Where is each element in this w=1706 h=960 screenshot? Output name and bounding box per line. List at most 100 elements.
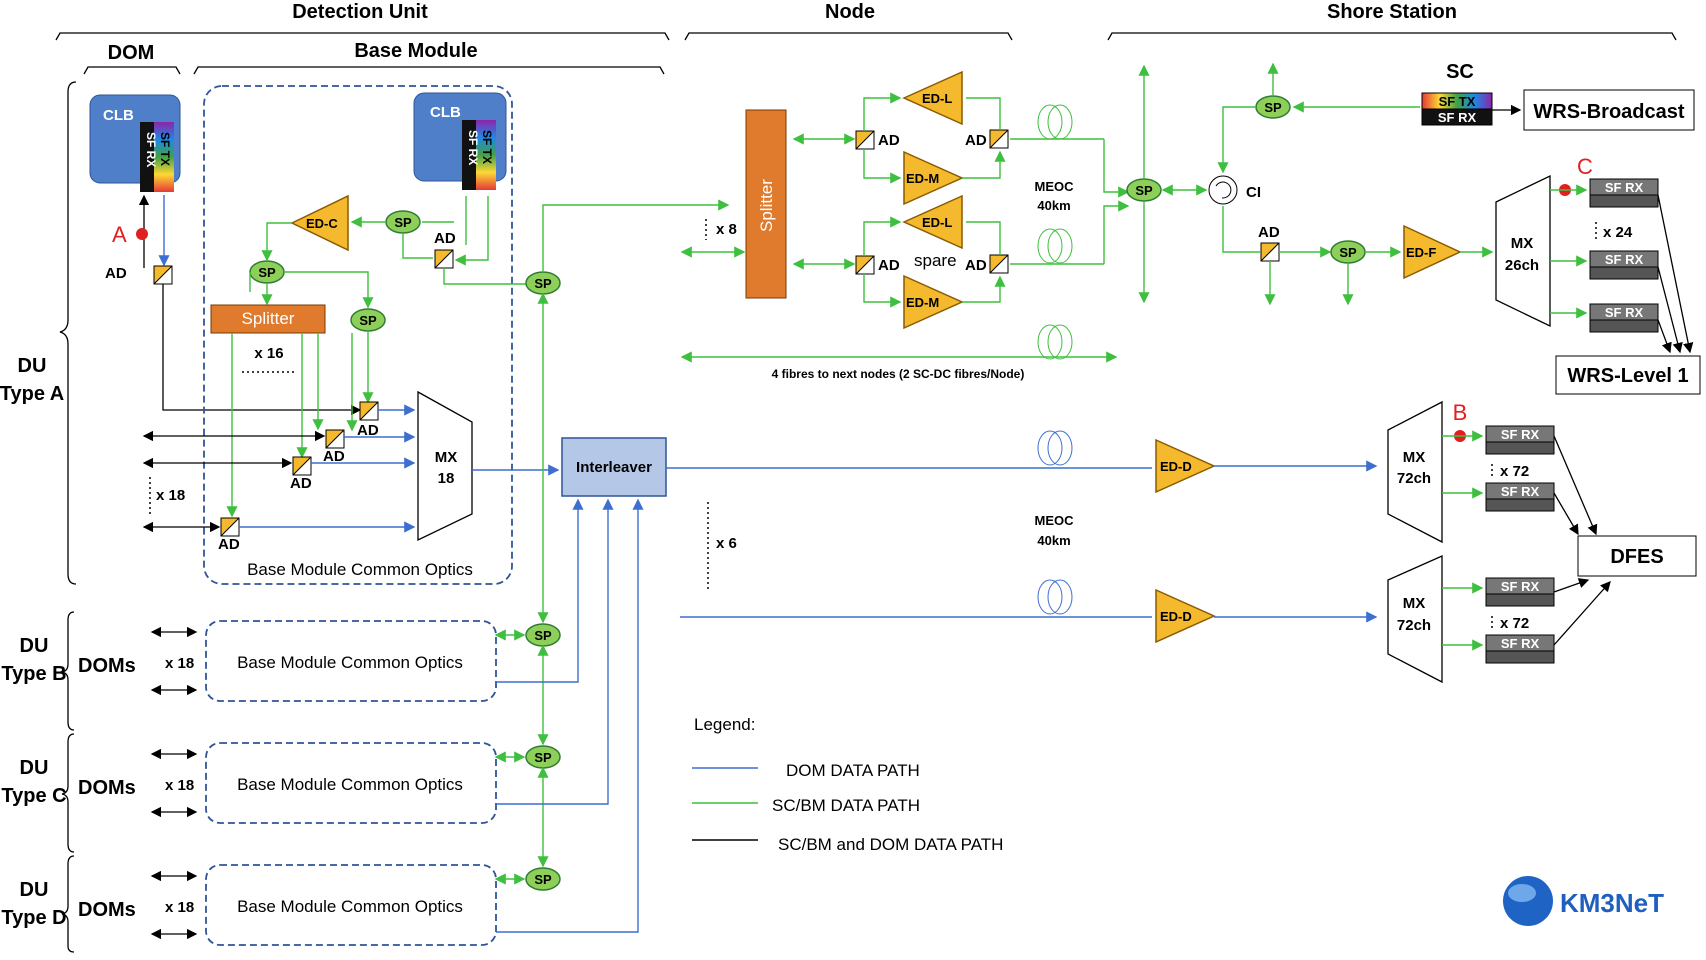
svg-text:CLB: CLB	[430, 104, 461, 121]
wrs-level-1-label: WRS-Level 1	[1567, 365, 1688, 387]
ed-m-top: ED-M	[903, 150, 964, 206]
svg-text:x 18: x 18	[165, 899, 194, 916]
bm-x16-label: x 16	[254, 345, 283, 362]
node-ad-tr	[989, 129, 1009, 149]
du-type-a-line2: Type A	[0, 383, 64, 405]
svg-text:ED-F: ED-F	[1406, 245, 1436, 260]
base-module-box	[203, 85, 513, 585]
mx-ad-4-label: AD	[218, 536, 240, 553]
svg-text:Base Module Common Optics: Base Module Common Optics	[237, 897, 463, 916]
bm-clb: CLB SF RX SF TX	[413, 92, 507, 190]
svg-text:CLB: CLB	[103, 107, 134, 124]
svg-text:SF RX: SF RX	[1501, 579, 1540, 594]
marker-a	[136, 228, 148, 240]
svg-text:SP: SP	[1339, 245, 1357, 260]
x72-label-top: x 72	[1500, 463, 1529, 480]
bm-ad-coupler	[434, 249, 454, 269]
svg-text:Base Module: Base Module	[354, 40, 477, 62]
svg-text:SF TX: SF TX	[1439, 94, 1476, 109]
svg-text:SF RX: SF RX	[1501, 484, 1540, 499]
svg-text:Base Module Common Optics: Base Module Common Optics	[237, 653, 463, 672]
sp-type-c: SP	[525, 745, 561, 769]
node-ad-bl	[855, 255, 875, 275]
svg-text:ED-M: ED-M	[906, 171, 939, 186]
svg-text:SF RX: SF RX	[1501, 636, 1540, 651]
svg-text:Shore Station: Shore Station	[1327, 1, 1457, 23]
svg-text:KM3NeT: KM3NeT	[1560, 888, 1664, 918]
dfes	[1577, 535, 1697, 577]
point-c-label: C	[1577, 154, 1593, 179]
sf-rx-26-2: SF RX	[1589, 250, 1659, 280]
sf-rx-26-1: SF RX	[1589, 178, 1659, 208]
bm-splitter-label: Splitter	[242, 309, 295, 328]
row-type-c: DOMs x 18 Base Module Common Optics	[78, 498, 614, 824]
node-ad-tl	[855, 130, 875, 150]
svg-text:SF TX: SF TX	[480, 130, 494, 164]
x72-label-bottom: x 72	[1500, 615, 1529, 632]
svg-text:x 18: x 18	[165, 655, 194, 672]
dfes-label: DFES	[1610, 546, 1663, 568]
du-type-a-line1: DU	[18, 355, 47, 377]
svg-text:MX: MX	[435, 449, 458, 466]
svg-text:26ch: 26ch	[1505, 257, 1539, 274]
ed-d-top: ED-D	[1155, 438, 1216, 494]
fibre-spool-mid	[1037, 228, 1073, 264]
svg-text:SF RX: SF RX	[1605, 180, 1644, 195]
bm-splitter	[210, 304, 326, 334]
svg-text:72ch: 72ch	[1397, 617, 1431, 634]
doms-label-c: DOMs	[78, 777, 136, 799]
svg-text:SF RX: SF RX	[466, 130, 480, 165]
svg-text:SP: SP	[534, 276, 552, 291]
legend-item-both: SC/BM and DOM DATA PATH	[778, 835, 1003, 854]
node-ad-br-label: AD	[965, 257, 987, 274]
svg-text:Node: Node	[825, 1, 875, 23]
mx-72-bottom: MX 72ch	[1387, 554, 1443, 684]
wrs-broadcast	[1523, 89, 1695, 131]
du-type-c-line1: DU	[20, 757, 49, 779]
sf-rx-72a-1: SF RX	[1485, 425, 1555, 455]
node-ad-bl-label: AD	[878, 257, 900, 274]
legend-title: Legend:	[694, 715, 755, 734]
du-type-c-line2: Type C	[1, 785, 66, 807]
svg-text:SP: SP	[1264, 100, 1282, 115]
sf-rx-26-3: SF RX	[1589, 303, 1659, 333]
du-type-b-line2: Type B	[1, 663, 66, 685]
svg-text:Base Module Common Optics: Base Module Common Optics	[237, 775, 463, 794]
svg-text:SP: SP	[534, 750, 552, 765]
svg-text:ED-D: ED-D	[1160, 609, 1192, 624]
ed-m-bottom: ED-M	[903, 274, 964, 330]
x24-label: x 24	[1603, 224, 1633, 241]
fibre-spool-dom-1	[1037, 430, 1073, 466]
sp-type-d: SP	[525, 867, 561, 891]
shore-ad	[1260, 242, 1280, 262]
interleaver-label: Interleaver	[576, 459, 652, 476]
svg-text:ED-D: ED-D	[1160, 459, 1192, 474]
bm-sp-left: SP	[249, 260, 285, 284]
bm-ad-label: AD	[434, 230, 456, 247]
mx-18: MX 18	[417, 390, 473, 542]
shore-sp-ad: SP	[1330, 240, 1366, 264]
mx-ad-1	[359, 401, 379, 421]
doms-label-b: DOMs	[78, 655, 136, 677]
sp-type-b: SP	[525, 623, 561, 647]
shore-sp-left: SP	[1126, 178, 1162, 202]
svg-text:SP: SP	[534, 628, 552, 643]
shore-ad-label: AD	[1258, 224, 1280, 241]
svg-text:ED-L: ED-L	[922, 91, 952, 106]
sf-rx-72b-2: SF RX	[1485, 634, 1555, 664]
legend-item-sc: SC/BM DATA PATH	[772, 796, 920, 815]
point-b-label: B	[1453, 400, 1468, 425]
meoc-top: MEOC	[1035, 179, 1075, 194]
mx-ad-4	[220, 517, 240, 537]
brace-type-d	[61, 855, 75, 953]
mx-ad-1-label: AD	[357, 422, 379, 439]
bm-sp-top: SP	[385, 210, 421, 234]
svg-text:SP: SP	[1135, 183, 1153, 198]
ed-c-amplifier: ED-C	[290, 194, 349, 252]
svg-text:18: 18	[438, 470, 455, 487]
svg-text:SP: SP	[534, 872, 552, 887]
sf-rx-72b-1: SF RX	[1485, 577, 1555, 607]
header-detection-unit: Detection Unit	[55, 1, 670, 41]
svg-text:SF RX: SF RX	[1438, 110, 1477, 125]
